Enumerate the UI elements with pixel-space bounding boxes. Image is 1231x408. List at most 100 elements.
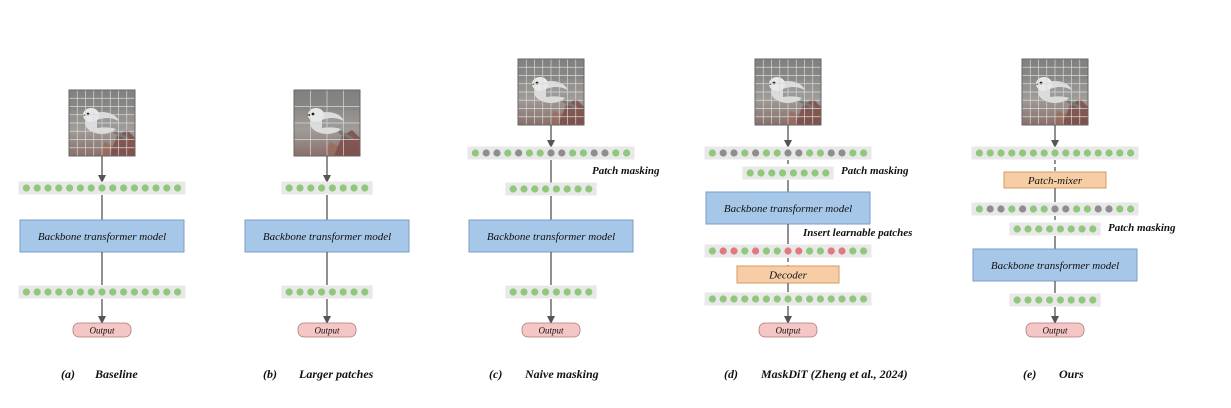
input-image xyxy=(293,89,361,157)
token xyxy=(33,184,41,192)
token xyxy=(1089,296,1097,304)
token xyxy=(55,184,63,192)
token xyxy=(741,149,749,157)
token xyxy=(838,295,846,303)
token xyxy=(806,295,814,303)
token-row xyxy=(281,181,373,195)
panel-letter: (d) xyxy=(724,367,738,381)
token xyxy=(1051,205,1059,213)
token xyxy=(1046,296,1054,304)
token xyxy=(838,247,846,255)
panel-title: Ours xyxy=(1059,367,1084,381)
token-row xyxy=(971,202,1139,216)
token xyxy=(1078,225,1086,233)
token xyxy=(44,184,52,192)
token xyxy=(536,149,544,157)
token xyxy=(328,288,336,296)
token xyxy=(504,149,512,157)
token xyxy=(975,205,984,213)
token xyxy=(1051,149,1059,157)
token xyxy=(525,149,534,157)
token xyxy=(773,247,781,255)
output-label: Output xyxy=(1042,326,1068,336)
token-row xyxy=(704,244,872,258)
token xyxy=(800,169,808,177)
token xyxy=(307,184,315,192)
token xyxy=(547,149,555,157)
token xyxy=(141,288,149,296)
token xyxy=(1116,149,1124,157)
token xyxy=(827,295,835,303)
token xyxy=(730,149,738,157)
token xyxy=(838,149,846,157)
token xyxy=(361,184,369,192)
token xyxy=(350,288,358,296)
token xyxy=(339,184,347,192)
token xyxy=(1008,205,1016,213)
token xyxy=(762,149,771,157)
token xyxy=(1040,149,1048,157)
token xyxy=(789,169,798,177)
output-label: Output xyxy=(314,326,340,336)
backbone-box-label: Backbone transformer model xyxy=(991,260,1119,272)
token xyxy=(708,149,717,157)
token xyxy=(1127,205,1135,213)
token xyxy=(1046,225,1054,233)
token xyxy=(55,288,63,296)
masking-label: Patch masking xyxy=(592,165,660,177)
token xyxy=(1029,205,1037,213)
token xyxy=(986,149,994,157)
panel-title: Baseline xyxy=(94,367,138,381)
token xyxy=(1078,296,1086,304)
token xyxy=(827,149,835,157)
panel-letter: (b) xyxy=(263,367,277,381)
token xyxy=(1035,225,1043,233)
token xyxy=(1094,205,1102,213)
input-image xyxy=(68,89,136,157)
token xyxy=(531,288,539,296)
backbone-box xyxy=(244,219,410,253)
token xyxy=(509,185,517,193)
token xyxy=(130,288,138,296)
output-label: Output xyxy=(89,326,115,336)
token xyxy=(509,288,517,296)
token xyxy=(141,184,149,192)
token xyxy=(752,247,760,255)
token xyxy=(296,288,304,296)
token xyxy=(1056,225,1064,233)
token-row xyxy=(742,166,834,180)
panel-letter: (e) xyxy=(1023,367,1036,381)
input-image xyxy=(1021,58,1089,126)
backbone-box xyxy=(19,219,185,253)
token xyxy=(574,288,582,296)
token xyxy=(1013,225,1021,233)
token xyxy=(574,185,582,193)
token xyxy=(66,184,74,192)
token xyxy=(76,288,84,296)
token xyxy=(719,247,727,255)
token xyxy=(1019,149,1027,157)
token-strip xyxy=(505,182,597,196)
token xyxy=(87,288,95,296)
token xyxy=(1024,225,1032,233)
token xyxy=(163,288,171,296)
token-row xyxy=(971,146,1139,160)
token xyxy=(174,288,182,296)
token xyxy=(822,169,830,177)
token xyxy=(1013,296,1021,304)
token xyxy=(579,149,588,157)
token xyxy=(531,185,539,193)
token xyxy=(22,288,30,296)
token xyxy=(542,185,550,193)
token xyxy=(1019,205,1027,213)
token xyxy=(493,149,501,157)
token xyxy=(816,149,825,157)
panel-letter: (a) xyxy=(61,367,75,381)
token-row xyxy=(281,285,373,299)
token xyxy=(174,184,182,192)
token xyxy=(849,295,857,303)
